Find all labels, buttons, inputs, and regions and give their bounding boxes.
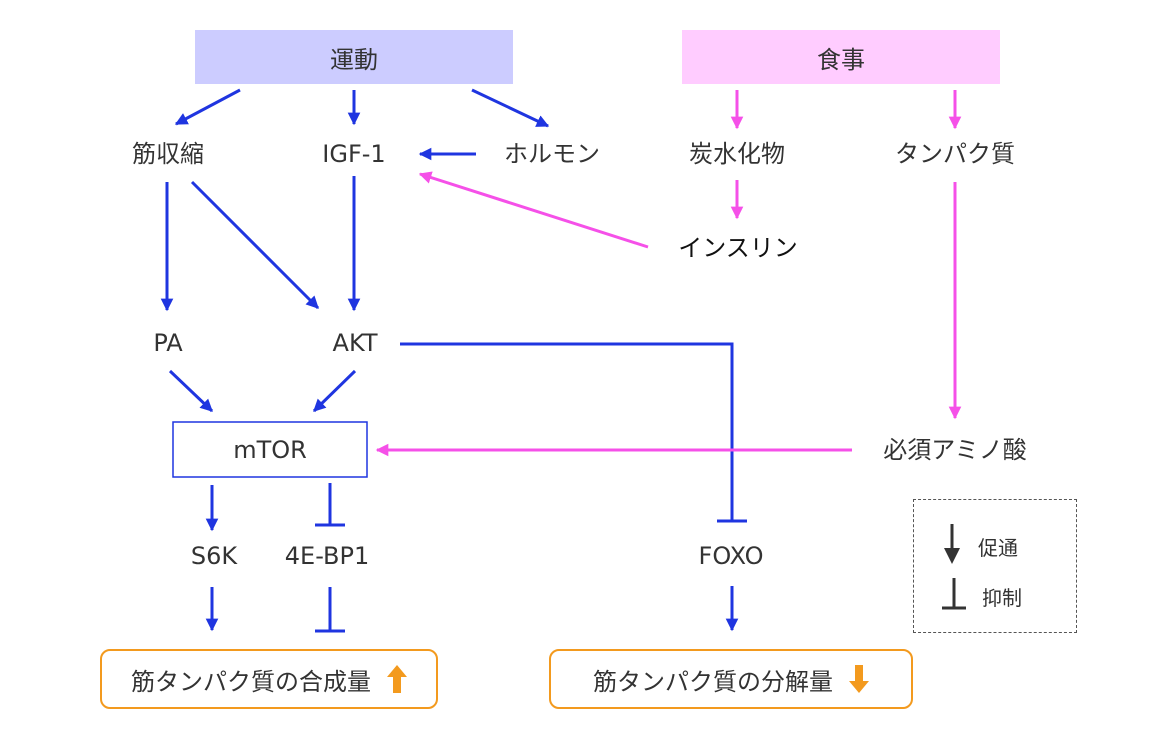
arrow-pa-to-mtor: [168, 369, 214, 413]
mtor-label: mTOR: [233, 435, 307, 464]
foxo-label: FOXO: [698, 542, 764, 570]
synthesis-result-label: 筋タンパク質の合成量: [131, 667, 371, 696]
s6k-label: S6K: [190, 542, 238, 570]
inhibit-bar-icon: [942, 576, 966, 616]
down-arrow-icon: [849, 665, 869, 693]
essential-amino-acid-label: 必須アミノ酸: [883, 436, 1027, 464]
legend-promote: 促通: [942, 522, 1018, 570]
breakdown-result-label: 筋タンパク質の分解量: [593, 667, 833, 696]
arrow-contraction-to-akt: [190, 180, 320, 310]
insulin-label: インスリン: [678, 234, 798, 262]
arrow-akt-to-mtor: [312, 369, 357, 413]
hormone-label: ホルモン: [504, 140, 600, 168]
pa-label: PA: [153, 329, 183, 357]
synthesis-result-box: 筋タンパク質の合成量: [100, 649, 438, 709]
exercise-label: 運動: [330, 45, 378, 74]
legend-inhibit-label: 抑制: [982, 585, 1022, 610]
muscle-contraction-label: 筋収縮: [132, 140, 204, 168]
legend-promote-label: 促通: [978, 535, 1018, 560]
akt-label: AKT: [332, 329, 378, 357]
legend: 促通 抑制: [913, 499, 1077, 633]
arrow-insulin-to-igf1: [418, 171, 649, 249]
meal-label: 食事: [817, 45, 865, 74]
meal-box: [682, 30, 1000, 84]
protein-label: タンパク質: [895, 140, 1015, 168]
carbohydrate-label: 炭水化物: [689, 140, 785, 168]
legend-inhibit: 抑制: [942, 576, 1022, 616]
igf1-label: IGF-1: [322, 140, 386, 168]
exercise-box: [195, 30, 513, 84]
breakdown-result-box: 筋タンパク質の分解量: [549, 649, 913, 709]
4ebp1-label: 4E-BP1: [284, 542, 370, 570]
arrow-exercise-to-hormone: [471, 88, 550, 128]
promote-arrow-icon: [942, 522, 962, 570]
inhibit-akt-to-foxo: [400, 342, 734, 520]
up-arrow-icon: [387, 665, 407, 693]
mtor-box: [172, 421, 368, 478]
arrow-exercise-to-contraction: [174, 88, 241, 126]
